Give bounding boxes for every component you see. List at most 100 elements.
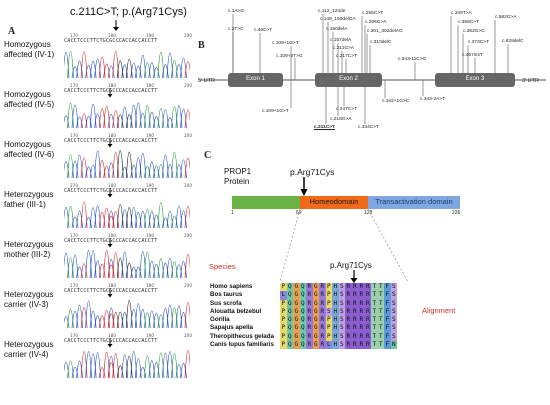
chromatogram-peak [130,62,138,78]
chromatogram-peak [71,310,79,328]
mutation-label: c.467insT [462,53,483,58]
position-number: 190 [146,133,154,138]
chromatogram-peak [157,164,165,178]
chromatogram-peak [89,164,97,178]
alignment-residue: S [325,307,332,317]
alignment-residue: R [306,307,313,317]
chromatogram-peak [94,352,101,378]
mutation-label: c.150delA [326,27,348,32]
mutation-label: c.247C>T [336,107,357,112]
chromatogram-peak [80,307,88,328]
position-number: 180 [108,33,116,38]
alignment-residue: R [358,341,365,350]
chromatogram-peak [80,351,88,378]
alignment-residue: R [351,316,358,325]
sequence-text: CACCTCCCTTCTGCGCCCACCACCACCTT [64,38,158,44]
chromatogram-peak [180,210,187,228]
alignment-residue: R [358,299,365,308]
alignment-residue: T [371,341,378,350]
position-226: 226 [452,210,461,216]
alignment-residue: R [345,291,352,300]
chromatogram-peak [130,266,138,278]
chromatogram-peak [139,153,147,178]
chromatogram-trace [64,201,190,228]
alignment-residue: R [319,332,326,342]
chromatogram-peak [175,64,183,78]
chromatogram-peak-secondary [107,313,115,328]
alignment-residue: L [325,341,332,350]
alignment-residue: T [377,316,384,325]
mutation-label: c.218G>A [330,117,352,122]
chromatogram-peak [134,65,142,78]
chromatogram-peak [121,311,129,328]
alignment-residue: H [332,291,339,300]
chromatogram-peak [112,210,120,228]
alignment-residue: R [364,307,371,317]
species-name: Canis lupus familiaris [210,341,274,349]
variant-arrow-protein [300,177,308,196]
chromatogram-peak [157,107,165,128]
chromatogram-peak [148,260,156,278]
chromatogram-peak [184,157,190,178]
mutation-label: c.349T>A [451,11,472,16]
chromatogram-peak [175,364,183,378]
species-heading: Species [209,262,236,271]
alignment-residue: T [377,324,384,333]
alignment-residue: T [371,299,378,308]
chromatogram-peak [157,314,165,328]
alignment-residue: S [390,332,397,342]
chromatogram-peak [71,216,79,228]
alignment-residue: G [293,316,300,325]
chromatogram-peak [134,157,142,178]
alignment-residue: Q [299,316,306,325]
alignment-residue: R [364,341,371,350]
panel-c-letter: C [204,150,212,161]
alignment-residue: T [371,316,378,325]
chromatogram-peak [180,362,187,378]
chromatogram-peak [125,151,133,178]
chromatogram-peak [171,261,178,278]
alignment-residue: G [312,341,319,350]
chromatogram-peak [162,353,169,378]
chromatogram-peak [175,164,183,178]
protein-name-line1: PROP1 [224,167,252,176]
chromatogram-peak [116,257,124,278]
alignment-residue: R [319,324,326,333]
alignment-residue: G [312,283,319,292]
alignment-residue: F [384,307,391,317]
mutation-label: c.1A>G [228,9,245,14]
chromatogram-peak [166,257,174,278]
chromatogram-peak [98,315,106,328]
alignment-residue: P [325,332,332,342]
alignment-residue: Q [286,332,293,342]
chromatogram-peak [180,57,187,78]
alignment-residue: R [364,299,371,308]
chromatogram-peak [116,150,124,178]
chromatogram-peak [139,112,147,128]
position-1: 1 [231,210,234,216]
chromatogram-peak [162,217,169,228]
alignment-residue: T [377,307,384,317]
alignment-residue: R [319,291,326,300]
sequence-text: CACCTCCCTTCTGCGCCCACCACCACCTT [64,288,158,294]
chromatogram-peak [162,64,169,78]
alignment-residue: R [306,341,313,350]
chromatogram-peak [184,61,190,78]
position-number: 180 [108,333,116,338]
chromatogram-peak [180,261,187,278]
chromatogram-peak [143,312,151,328]
alignment-residue: H [332,283,339,292]
chromatogram-peak [98,108,106,128]
alignment-residue: R [319,341,326,350]
position-number: 170 [70,183,78,188]
chromatogram-peak [89,61,97,78]
mutation-label: c.217C>T [336,54,357,59]
chromatogram-peak [98,263,106,278]
alignment-residue: R [351,324,358,333]
alignment-residue: R [358,316,365,325]
mutation-label: c.109+2T>G [276,54,303,59]
position-number: 200 [184,283,192,288]
